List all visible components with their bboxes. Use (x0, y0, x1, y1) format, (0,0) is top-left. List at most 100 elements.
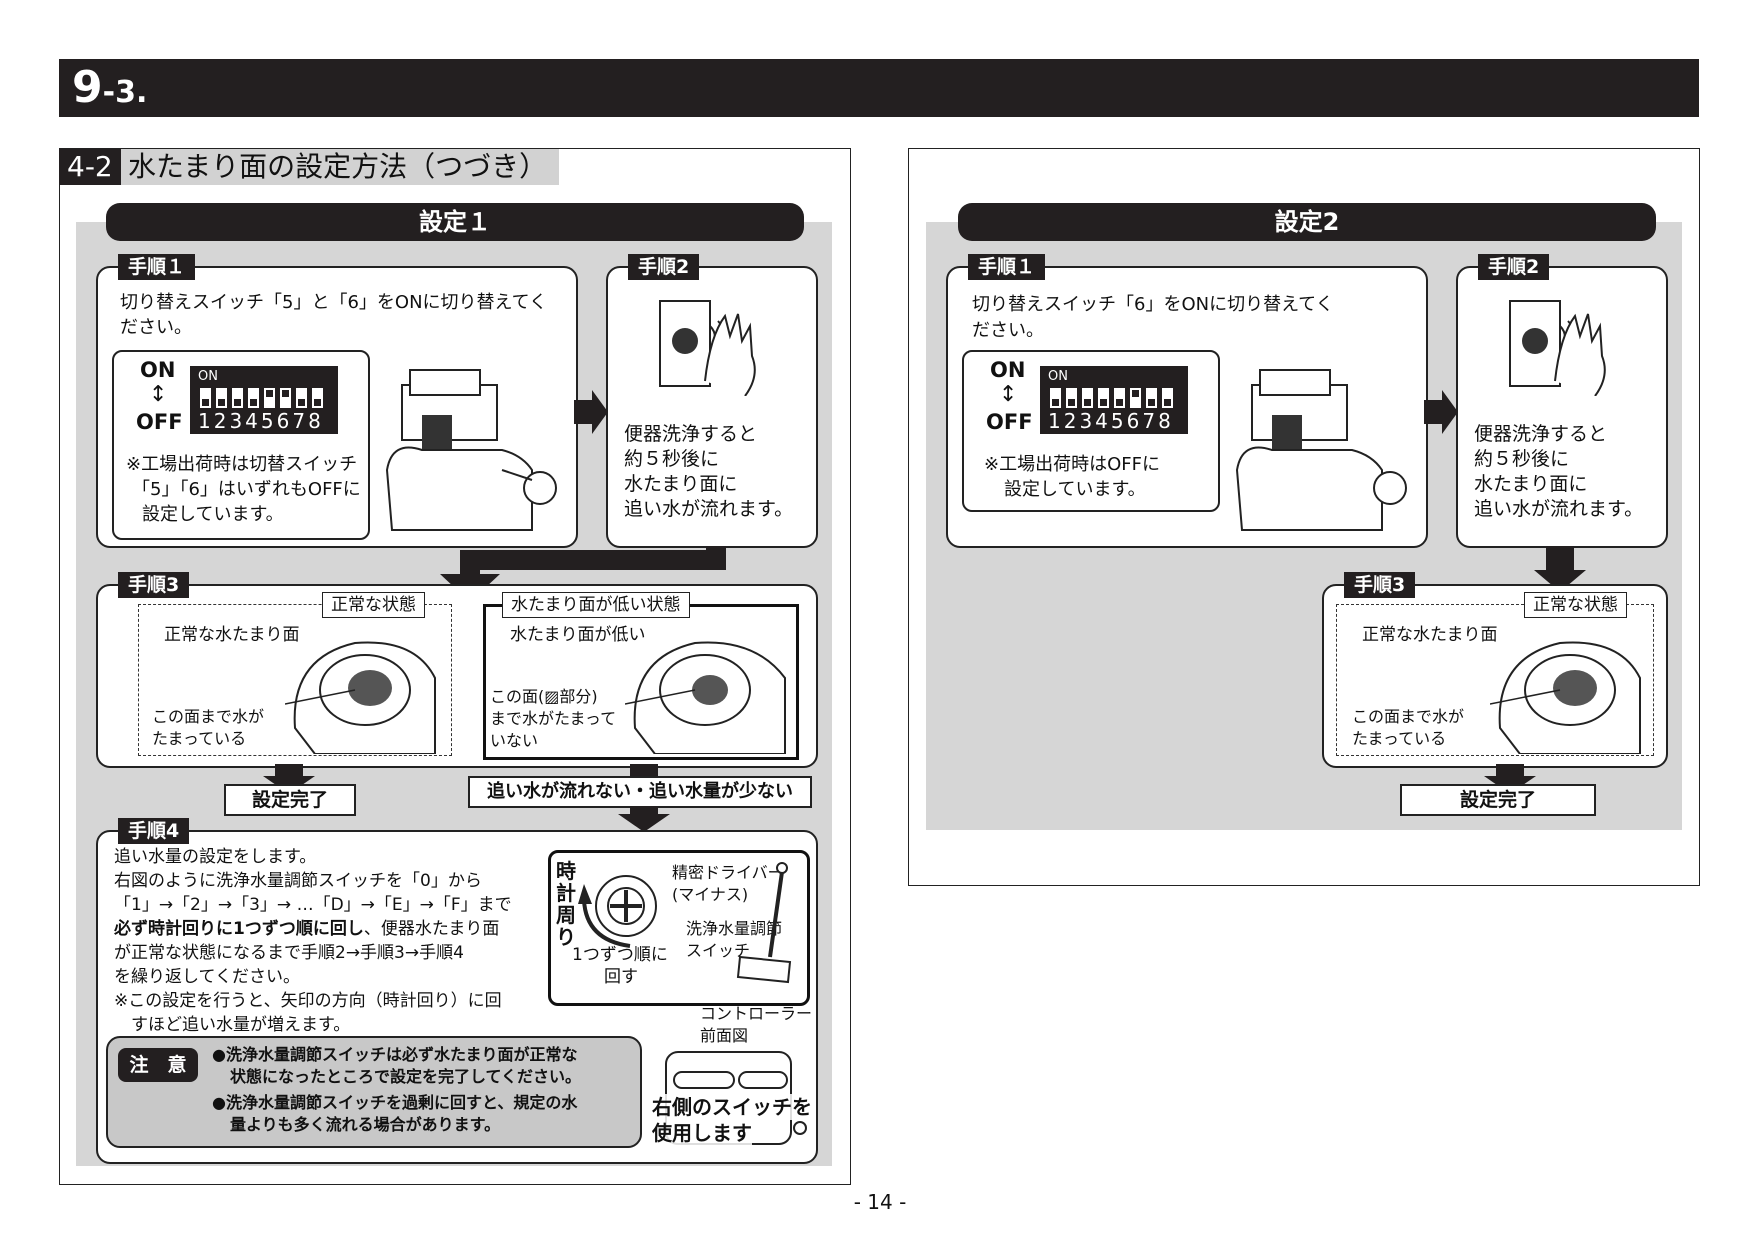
left-step4-tag: 手順4 (118, 818, 190, 844)
controller-l2: 前面図 (700, 1026, 749, 1045)
dial-turn-l1: 1つずつ順に (572, 945, 668, 965)
left-arrow-to-done (263, 764, 315, 794)
right-off-label: OFF (986, 410, 1033, 434)
left-normal-note-l2: たまっている (152, 729, 247, 748)
left-step4-l1: 追い水量の設定をします。 (114, 847, 317, 867)
dial-clockwise-label: 時計周り (556, 859, 576, 949)
left-low-note-l2: まで水がたまって (490, 709, 617, 728)
switch-l2: スイッチ (686, 941, 751, 960)
right-switch-l1: 右側のスイッチを (652, 1094, 812, 1120)
left-low-bowl-illustration (625, 641, 786, 754)
right-step1-l1: 切り替えスイッチ「6」をONに切り替えてく (972, 294, 1334, 315)
left-step2-l2: 約５秒後に (624, 448, 720, 470)
setting2-title: 設定2 (958, 203, 1656, 241)
section-number-main: 9 (72, 62, 103, 113)
controller-l1: コントローラー (700, 1004, 813, 1023)
section-number-sub: -3. (102, 75, 148, 110)
left-normal-state-label: 正常な状態 (322, 592, 425, 618)
right-dip-numbers: 12345678 (1048, 409, 1174, 433)
left-low-note-l3: いない (490, 731, 539, 750)
section-subnumber: 4-2 (59, 149, 121, 185)
left-step4-l4-rest: 、便器水たまり面 (363, 919, 500, 939)
dial-icon (578, 875, 657, 948)
right-step2-l4: 追い水が流れます。 (1474, 498, 1644, 520)
right-normal-bowl-illustration (1490, 641, 1641, 754)
section-title-bg (59, 149, 559, 185)
right-normal-note-l1: この面まで水が (1352, 707, 1465, 726)
driver-l2: (マイナス) (672, 885, 749, 904)
right-normal-state-label: 正常な状態 (1524, 592, 1627, 618)
left-step1-note-l3: 設定しています。 (142, 504, 284, 525)
left-done-box: 設定完了 (224, 784, 356, 816)
left-normal-state-frame (138, 604, 452, 756)
left-step1-text: 切り替えスイッチ「5」と「6」をONに切り替えてください。 (120, 292, 548, 338)
right-step2-tag: 手順2 (1478, 254, 1550, 280)
left-low-surface: 水たまり面が低い (510, 625, 646, 645)
left-step4-l7: ※この設定を行うと、矢印の方向（時計回り）に回 (114, 991, 502, 1011)
left-step3-tag: 手順3 (118, 572, 190, 598)
dial-turn-l2: 回す (604, 967, 638, 987)
left-not-flowing-box: 追い水が流れない・追い水量が少ない (468, 776, 812, 808)
right-step2-l3: 水たまり面に (1474, 473, 1588, 495)
left-step1-tag: 手順１ (118, 254, 196, 280)
left-dip-numbers: 12345678 (198, 409, 324, 433)
left-arrow-step1-to-step2 (574, 390, 608, 434)
left-step4-l8: すほど追い水量が増えます。 (114, 1015, 351, 1035)
left-low-note-l1: この面(▨部分) (490, 687, 598, 706)
right-dip-switch: ON 12345678 (1040, 366, 1188, 434)
left-step1-note-l2: 「5」「6」はいずれもOFFに (132, 479, 361, 500)
setting1-title: 設定１ (106, 203, 804, 241)
left-normal-bowl-illustration (285, 641, 436, 754)
left-dip-toggles (200, 388, 323, 408)
section-title: 水たまり面の設定方法（つづき） (128, 150, 548, 183)
section-number: 9-3. (72, 62, 147, 119)
right-step1-note-l2: 設定しています。 (1004, 479, 1146, 500)
left-step4-l4-bold: 必ず時計回りに1つずつ順に回し (114, 919, 364, 939)
driver-l1: 精密ドライバー (672, 863, 784, 882)
caution-1-l1: ●洗浄水量調節スイッチは必ず水たまり面が正常な (212, 1045, 578, 1064)
left-step2-l3: 水たまり面に (624, 473, 738, 495)
left-dip-switch: ON 12345678 (190, 366, 338, 434)
left-dip-on: ON (198, 369, 218, 384)
page-number: - 14 - (853, 1190, 907, 1214)
right-tank-illustration (1235, 369, 1407, 531)
left-step2-l4: 追い水が流れます。 (624, 498, 794, 520)
right-step1-tag: 手順１ (968, 254, 1046, 280)
right-step2-card (1456, 266, 1668, 548)
right-step2-l1: 便器洗浄すると (1474, 423, 1608, 445)
caution-tag: 注 意 (118, 1048, 198, 1082)
right-step2-l2: 約５秒後に (1474, 448, 1570, 470)
left-tank-illustration (385, 369, 557, 531)
left-step4-l6: を繰り返してください。 (114, 967, 300, 987)
right-dip-toggles (1050, 388, 1173, 408)
caution-2-l2: 量よりも多く流れる場合があります。 (230, 1115, 501, 1134)
right-normal-note-l2: たまっている (1352, 729, 1447, 748)
left-flush-button-illustration (659, 300, 756, 396)
left-on-label: ON (140, 358, 176, 382)
left-step2-l1: 便器洗浄すると (624, 423, 758, 445)
right-step3-tag: 手順3 (1344, 572, 1416, 598)
left-arrow-step2-to-step3 (440, 546, 726, 602)
right-normal-surface: 正常な水たまり面 (1362, 625, 1498, 645)
switch-l1: 洗浄水量調節 (686, 919, 783, 938)
left-off-label: OFF (136, 410, 183, 434)
caution-2-l1: ●洗浄水量調節スイッチを過剰に回すと、規定の水 (212, 1093, 578, 1112)
left-low-state-label: 水たまり面が低い状態 (502, 592, 690, 618)
right-flush-button-illustration (1509, 300, 1606, 396)
right-done-box: 設定完了 (1400, 784, 1596, 816)
caution-1-l2: 状態になったところで設定を完了してください。 (230, 1067, 582, 1086)
right-arrow-step2-to-step3 (1534, 546, 1586, 592)
left-step4-l5: が正常な状態になるまで手順2→手順3→手順4 (114, 943, 464, 963)
header-bar (59, 59, 1699, 117)
left-step4-l4: 必ず時計回りに1つずつ順に回し、便器水たまり面 (114, 918, 499, 941)
left-normal-surface: 正常な水たまり面 (164, 625, 300, 645)
right-on-label: ON (990, 358, 1026, 382)
left-step2-tag: 手順2 (628, 254, 700, 280)
right-dip-on: ON (1048, 369, 1068, 384)
right-updown-arrow: ↕ (999, 382, 1018, 407)
left-normal-note-l1: この面まで水が (152, 707, 265, 726)
left-arrow-to-step4 (618, 806, 670, 832)
right-normal-state-frame (1336, 604, 1654, 756)
left-step4-l3: 「1」→「2」→「3」→ …「D」→「E」→「F」まで (114, 895, 512, 915)
right-step1-note-l1: ※工場出荷時はOFFに (984, 454, 1160, 475)
